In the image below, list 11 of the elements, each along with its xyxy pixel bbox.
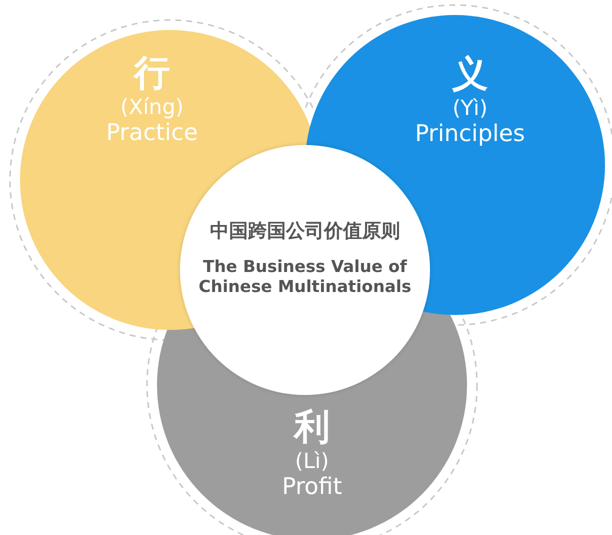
pinyin-text: (Lì) (295, 449, 329, 474)
pinyin-text: (Xíng) (120, 95, 184, 120)
chinese-character: 行 (134, 52, 170, 96)
chinese-title: 中国跨国公司价值原则 (209, 220, 401, 243)
english-title: The Business Value of Chinese Multinationals (198, 256, 412, 296)
chinese-character: 义 (452, 53, 488, 96)
circle-title: Profit (282, 474, 342, 502)
circle-title: Principles (414, 121, 526, 149)
chinese-character: 利 (294, 406, 330, 450)
pinyin-text: (Yì) (452, 96, 488, 122)
circle-title: Practice (106, 120, 198, 148)
